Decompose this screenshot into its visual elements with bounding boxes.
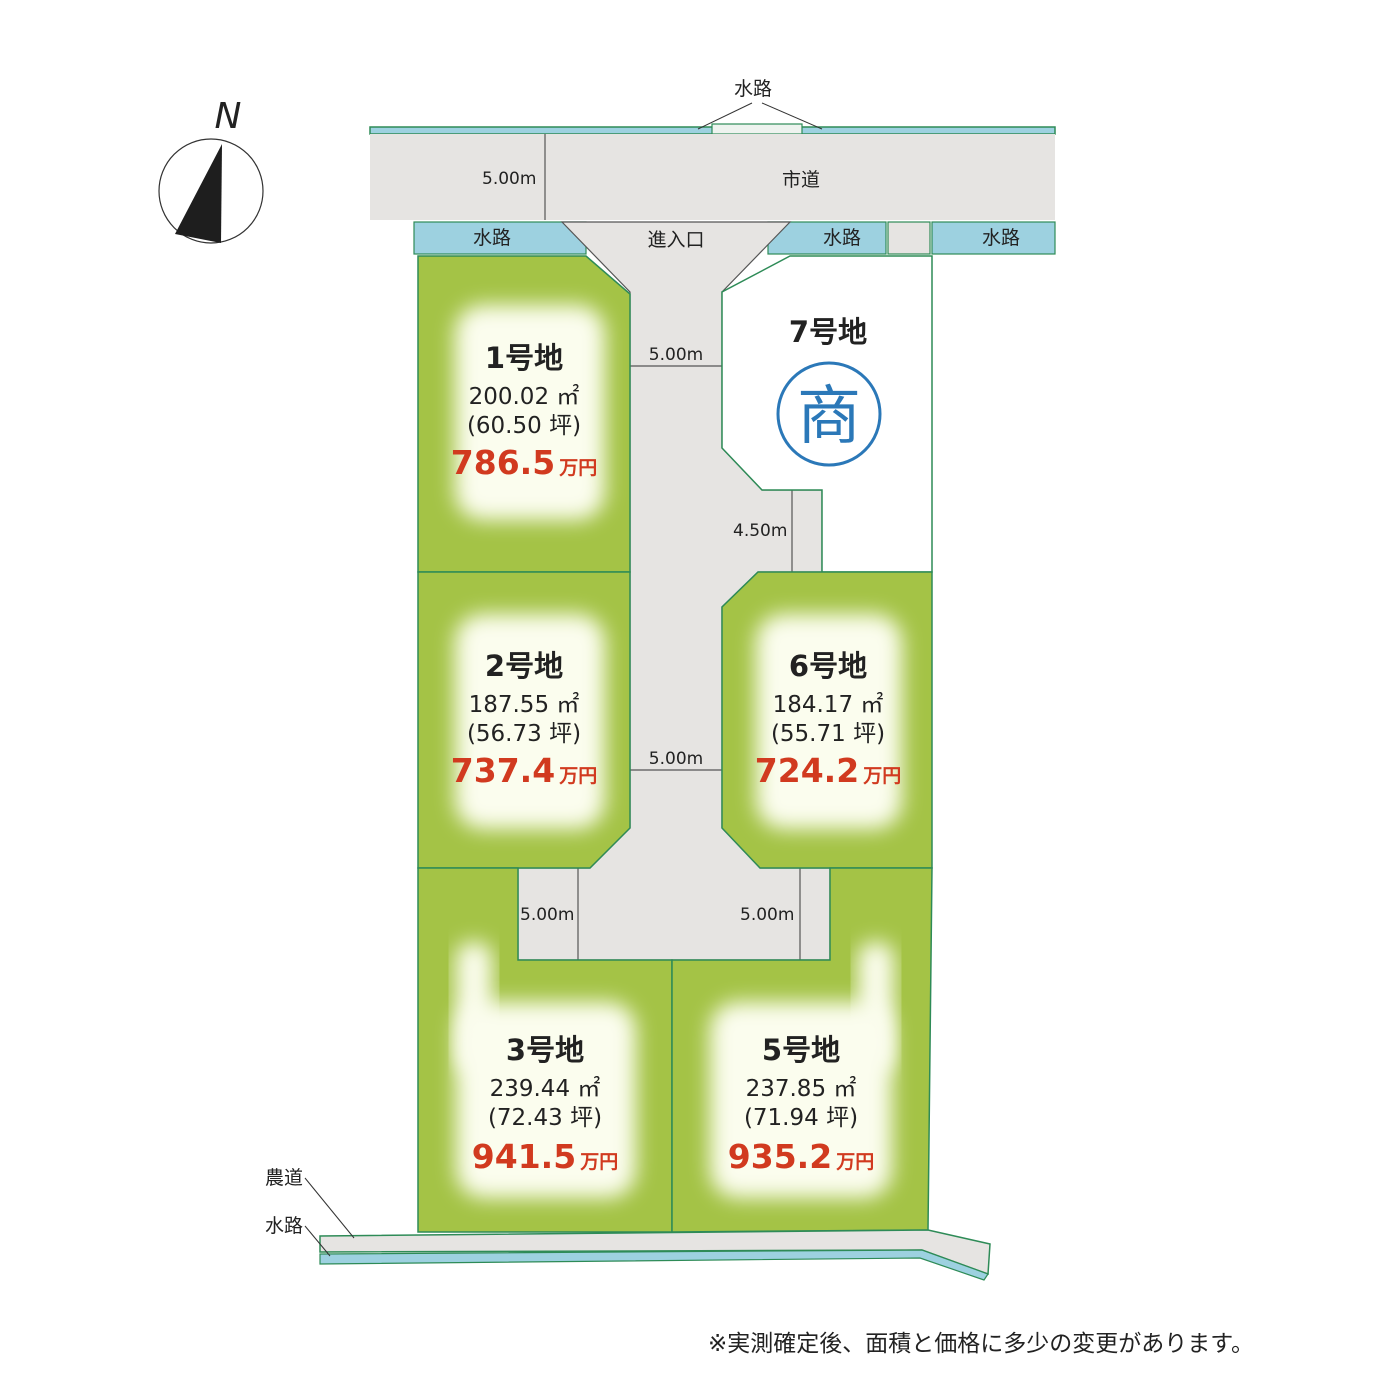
spur-left-label: 5.00m [520,905,574,925]
waterway-right-label: 水路 [982,227,1020,249]
farm-road-label: 農道 [265,1167,303,1189]
spur-right-label: 5.00m [740,905,794,925]
waterway-middle-label: 水路 [823,227,861,249]
top-waterway-label: 水路 [734,78,772,100]
waterway-leader [304,1225,331,1257]
north-arrow: N [158,96,264,244]
compass-arrow-icon [175,144,222,243]
farm-road-leader [304,1177,355,1239]
bottom-waterway [319,1249,989,1281]
disclaimer-note: ※実測確定後、面積と価格に多少の変更があります。 [708,1331,1254,1357]
lot-2-label-glow [455,614,605,829]
lot-6-title: 6号地 [789,649,867,683]
bottom-roads: 農道 水路 [265,1167,991,1281]
lot-1-area: 200.02 ㎡ [469,384,580,410]
entrance-label: 進入口 [647,229,704,251]
lot-5-tsubo: (71.94 坪) [744,1105,858,1131]
bottom-waterway-label: 水路 [265,1215,303,1237]
lot-2-title: 2号地 [485,649,563,683]
road-width-narrow-label: 4.50m [733,521,787,541]
lot-5-title: 5号地 [762,1033,840,1067]
top-waterway-callout: 水路 [697,78,823,130]
city-road: 5.00m 市道 [369,123,1056,220]
lot-1-title: 1号地 [485,341,563,375]
lot-3-area: 239.44 ㎡ [490,1076,601,1102]
lot-3-title: 3号地 [506,1033,584,1067]
road-width-upper-label: 5.00m [649,345,703,365]
lot-6-area: 184.17 ㎡ [773,692,884,718]
lot-6-label-glow [756,614,902,829]
lot-6-tsubo: (55.71 坪) [771,721,885,747]
lot-1-label-glow [455,305,605,520]
waterway-right [931,221,1056,255]
lot-5-label-glow-main [710,1002,892,1198]
waterway-gap [887,221,931,255]
commercial-badge [776,361,882,467]
road-width-middle-label: 5.00m [649,749,703,769]
lot-7-title: 7号地 [789,315,867,349]
lot-7[interactable]: 7号地 商 [721,255,933,573]
lot-2-area: 187.55 ㎡ [469,692,580,718]
lot-2-tsubo: (56.73 坪) [467,721,581,747]
waterway-left-label: 水路 [473,227,511,249]
city-road-label: 市道 [782,169,820,191]
commercial-badge-label: 商 [797,380,861,454]
lot-3-label-glow-main [456,1002,636,1198]
lot-1-tsubo: (60.50 坪) [467,413,581,439]
top-waterway-bridge [711,123,803,135]
city-road-surface [370,134,1055,220]
city-road-width-label: 5.00m [482,169,536,189]
lot-3-tsubo: (72.43 坪) [488,1105,602,1131]
compass-north-label: N [215,96,242,137]
lot-5-area: 237.85 ㎡ [746,1076,857,1102]
